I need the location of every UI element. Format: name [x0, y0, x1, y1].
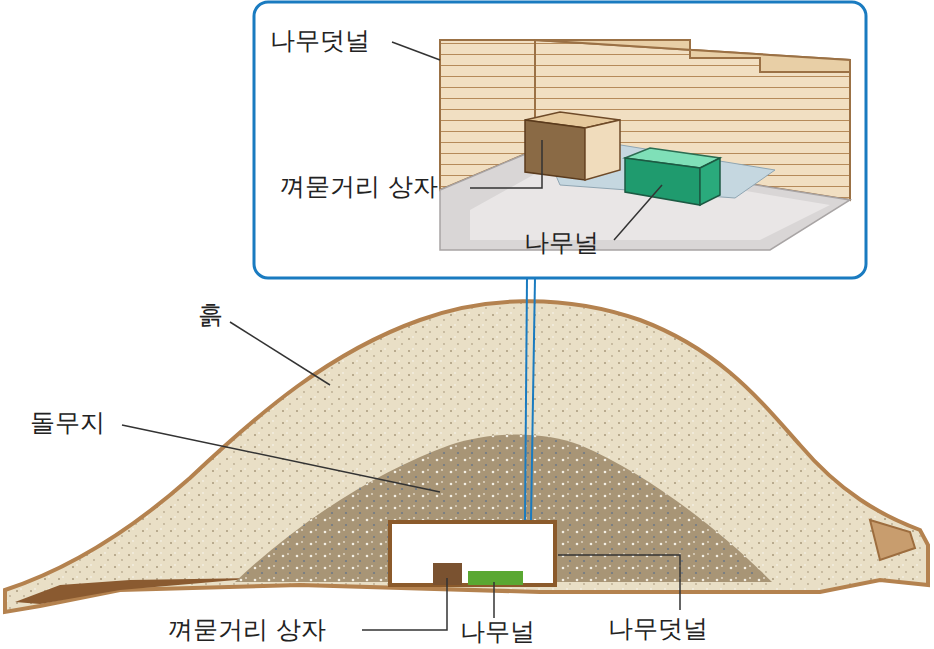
part-label: 나무덧널: [268, 26, 372, 56]
part-label: 나무덧널: [606, 614, 710, 644]
leader-line: [392, 42, 440, 60]
part-label: 껴묻거리 상자: [166, 615, 328, 645]
leader-line: [614, 185, 662, 240]
part-label: 돌무지: [28, 408, 107, 438]
ground-layer: [15, 578, 260, 604]
part-label: 나무널: [458, 617, 537, 647]
leader-line: [362, 578, 447, 630]
wooden-coffin: [468, 571, 523, 585]
grave-goods-box: [525, 120, 585, 180]
zoom-line: [531, 278, 535, 520]
part-label: 껴묻거리 상자: [278, 172, 440, 202]
soil-edge: [870, 520, 915, 560]
wooden-coffin: [700, 158, 720, 205]
wooden-coffin: [625, 158, 700, 205]
part-label: 흙: [196, 300, 225, 330]
chamber-lid: [535, 40, 850, 72]
leader-line: [122, 425, 440, 492]
grave-goods-box: [585, 120, 620, 180]
leader-line: [558, 555, 680, 610]
zoom-line: [525, 278, 527, 520]
leader-line: [470, 140, 542, 188]
leader-line: [493, 582, 495, 618]
soil-mound: [5, 301, 928, 612]
inset-frame: [254, 2, 866, 278]
wooden-chamber: [390, 522, 555, 585]
part-label: 나무널: [522, 228, 601, 258]
chamber-floor: [440, 150, 850, 250]
leader-line: [230, 322, 330, 385]
